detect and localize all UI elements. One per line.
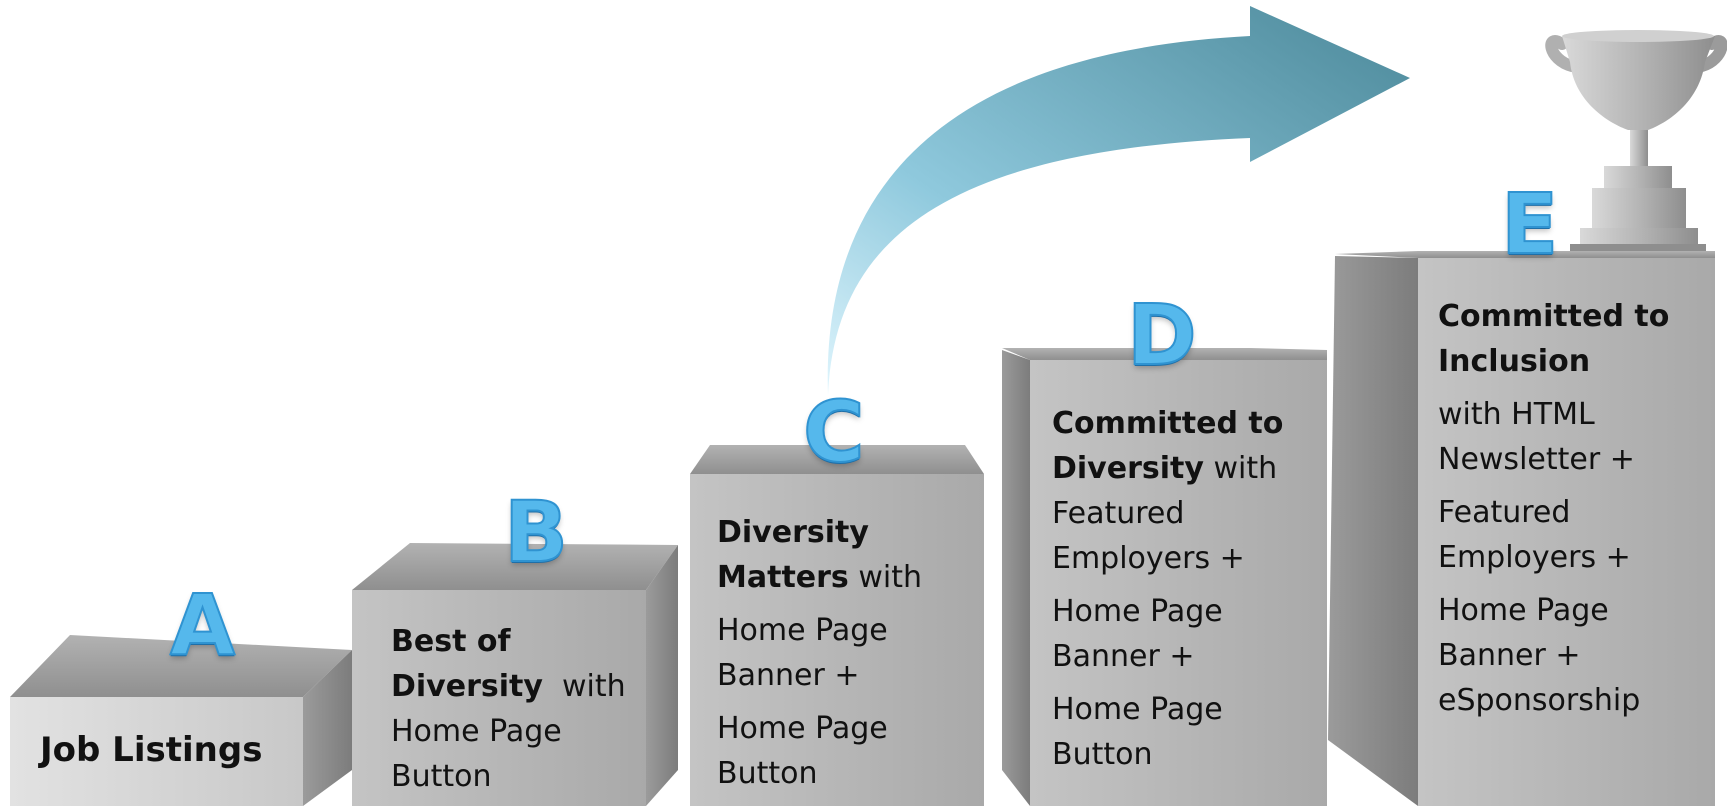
step-b-title: Best of Diversity <box>391 624 543 704</box>
step-b-line: Home Page <box>391 714 562 749</box>
step-c-line: Banner + <box>717 658 860 693</box>
step-b-line: Button <box>391 759 492 794</box>
step-c-text: Diversity Matters with Home Page Banner … <box>717 510 977 796</box>
step-d-line: Home Page <box>1052 594 1223 629</box>
step-e-line: Home Page <box>1438 593 1609 628</box>
step-b-with: with <box>562 669 626 704</box>
step-b-text: Best of Diversity with Home Page Button <box>391 619 641 799</box>
step-a-title: Job Listings <box>40 730 263 770</box>
step-d-line: Employers + <box>1052 541 1245 576</box>
step-e-line: eSponsorship <box>1438 683 1641 718</box>
step-d-with: with <box>1213 451 1278 486</box>
step-c-title-1: Diversity <box>717 515 869 550</box>
step-letter-d: D <box>1126 286 1198 384</box>
step-d-line: Banner + <box>1052 639 1195 674</box>
step-letter-b: B <box>503 483 569 581</box>
step-e-line: Newsletter + <box>1438 442 1635 477</box>
step-c-with: with <box>858 560 922 595</box>
step-block-a <box>10 635 352 806</box>
step-block-d <box>1002 348 1327 806</box>
step-block-c <box>690 445 984 806</box>
step-d-line: Button <box>1052 737 1153 772</box>
step-e-line: Banner + <box>1438 638 1581 673</box>
growth-arrow-icon <box>827 6 1410 395</box>
step-c-line: Button <box>717 756 818 791</box>
step-letter-c: C <box>802 383 866 481</box>
step-e-title-2: Inclusion <box>1438 344 1591 379</box>
step-e-line: Featured <box>1438 495 1571 530</box>
step-c-line: Home Page <box>717 711 888 746</box>
step-c-line: Home Page <box>717 613 888 648</box>
step-d-line: Featured <box>1052 496 1185 531</box>
step-letter-e: E <box>1500 175 1559 273</box>
step-e-title-1: Committed to <box>1438 299 1670 334</box>
step-e-line: with HTML <box>1438 397 1595 432</box>
step-d-title-2: Diversity <box>1052 451 1204 486</box>
step-e-text: Committed to Inclusion with HTML Newslet… <box>1438 294 1713 723</box>
step-e-line: Employers + <box>1438 540 1631 575</box>
step-d-title-1: Committed to <box>1052 406 1284 441</box>
trophy-icon <box>1545 30 1727 252</box>
step-block-b <box>352 543 678 806</box>
step-d-text: Committed to Diversity with Featured Emp… <box>1052 401 1322 777</box>
step-c-title-2: Matters <box>717 560 849 595</box>
step-d-line: Home Page <box>1052 692 1223 727</box>
step-block-e <box>1328 251 1715 806</box>
step-letter-a: A <box>169 576 236 674</box>
